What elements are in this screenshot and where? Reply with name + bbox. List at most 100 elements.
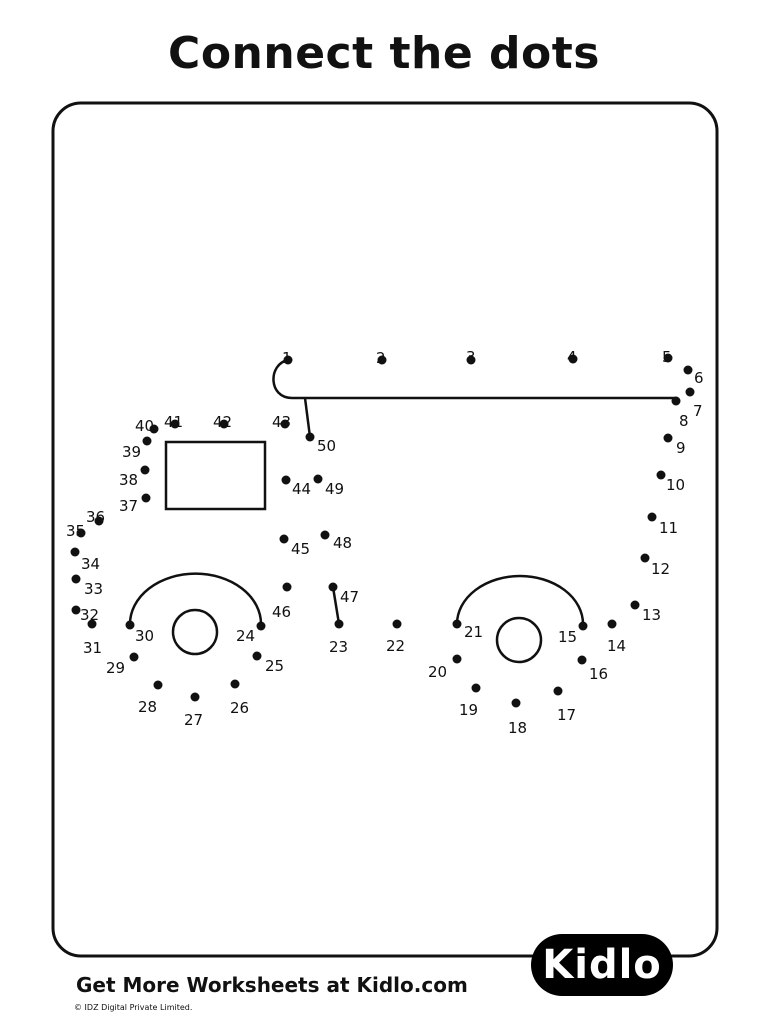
dot-label-45: 45 [291,540,310,558]
dot-label-23: 23 [329,638,348,656]
dot-label-6: 6 [694,369,704,387]
dot-36 [94,516,104,526]
dot-5 [663,353,673,363]
wheel-arch-rear [128,572,263,625]
dot-21 [452,619,462,629]
dot-39 [142,436,152,446]
dot-30 [125,620,135,630]
dot-label-49: 49 [325,480,344,498]
dot-label-42: 42 [213,413,232,431]
dot-25 [252,651,262,661]
guide-door-line [331,586,341,625]
dot-17 [553,686,563,696]
dot-label-5: 5 [662,348,672,366]
dot-35 [76,528,86,538]
dot-label-20: 20 [428,663,447,681]
dot-label-28: 28 [138,698,157,716]
dot-label-27: 27 [184,711,203,729]
dot-label-14: 14 [607,637,626,655]
dot-3 [466,355,476,365]
guide-pillar-line [303,397,312,438]
dot-48 [320,530,330,540]
dot-29 [129,652,139,662]
dot-label-40: 40 [135,417,154,435]
dot-7 [685,387,695,397]
dot-14 [607,619,617,629]
dot-label-4: 4 [567,348,577,366]
dot-33 [71,574,81,584]
dot-label-46: 46 [272,603,291,621]
dot-label-36: 36 [86,508,105,526]
dot-label-47: 47 [340,588,359,606]
kidlo-logo[interactable]: Kidlo [531,934,673,996]
worksheet-frame [51,101,719,958]
dot-6 [683,365,693,375]
dot-37 [141,493,151,503]
dot-22 [392,619,402,629]
dot-27 [190,692,200,702]
dot-label-21: 21 [464,623,483,641]
dot-12 [640,553,650,563]
dot-9 [663,433,673,443]
dot-label-25: 25 [265,657,284,675]
dot-label-3: 3 [466,348,476,366]
dot-38 [140,465,150,475]
dot-label-10: 10 [666,476,685,494]
wheel-arch-front [455,574,585,625]
dot-34 [70,547,80,557]
dot-label-17: 17 [557,706,576,724]
dot-24 [256,621,266,631]
dot-label-12: 12 [651,560,670,578]
dot-label-50: 50 [317,437,336,455]
dot-label-19: 19 [459,701,478,719]
dot-49 [313,474,323,484]
dot-19 [471,683,481,693]
dot-label-9: 9 [676,439,686,457]
wheel-front [495,616,543,664]
window-shape [164,440,267,511]
dot-45 [279,534,289,544]
dot-2 [377,355,387,365]
dot-41 [170,419,180,429]
dot-1 [283,355,293,365]
dot-8 [671,396,681,406]
dot-13 [630,600,640,610]
dot-label-26: 26 [230,699,249,717]
dot-label-13: 13 [642,606,661,624]
dot-label-2: 2 [376,349,386,367]
dot-18 [511,698,521,708]
dot-label-41: 41 [164,413,183,431]
dot-11 [647,512,657,522]
wheel-rear [171,608,219,656]
dot-16 [577,655,587,665]
dot-label-43: 43 [272,413,291,431]
dot-label-48: 48 [333,534,352,552]
guide-curve-start [272,358,293,400]
dot-label-24: 24 [236,627,255,645]
dot-label-15: 15 [558,628,577,646]
dot-label-35: 35 [66,522,85,540]
footer-text: Get More Worksheets at Kidlo.com [76,973,468,997]
dot-label-18: 18 [508,719,527,737]
copyright-text: © IDZ Digital Private Limited. [74,1003,193,1012]
dot-label-34: 34 [81,555,100,573]
dot-44 [281,475,291,485]
dot-label-33: 33 [84,580,103,598]
dot-label-38: 38 [119,471,138,489]
dot-42 [219,419,229,429]
dot-43 [280,419,290,429]
dot-10 [656,470,666,480]
dot-31 [87,619,97,629]
dot-label-16: 16 [589,665,608,683]
dot-40 [149,424,159,434]
dot-label-37: 37 [119,497,138,515]
dot-47 [328,582,338,592]
dot-label-30: 30 [135,627,154,645]
dot-28 [153,680,163,690]
dot-label-44: 44 [292,480,311,498]
dot-label-22: 22 [386,637,405,655]
dot-label-11: 11 [659,519,678,537]
dot-32 [71,605,81,615]
